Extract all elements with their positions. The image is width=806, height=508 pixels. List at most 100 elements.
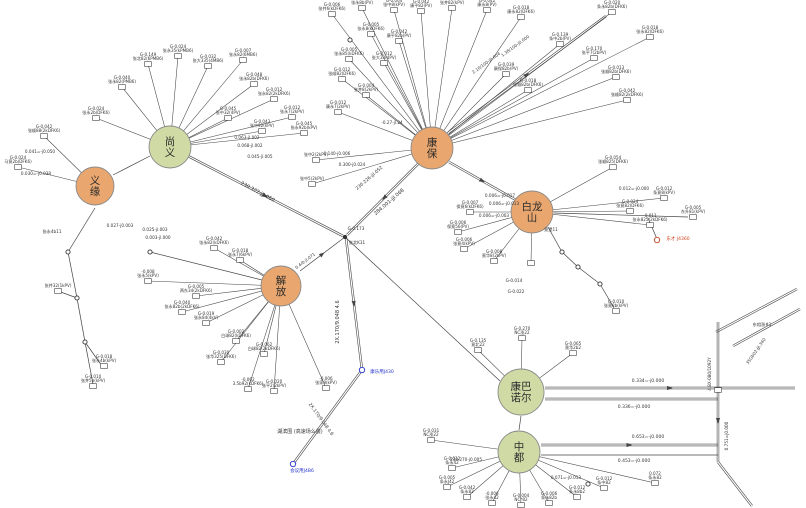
device-node[interactable] xyxy=(488,500,496,506)
device-node[interactable] xyxy=(463,494,471,500)
device-node[interactable] xyxy=(545,500,553,506)
device-node[interactable] xyxy=(338,76,346,82)
trunk-line xyxy=(599,283,615,309)
device-node[interactable] xyxy=(224,115,232,121)
device-node[interactable] xyxy=(443,484,451,490)
device-node[interactable] xyxy=(202,320,210,326)
device-node[interactable] xyxy=(174,53,182,59)
device-node[interactable] xyxy=(322,385,330,391)
device-node[interactable] xyxy=(92,115,100,121)
device-node[interactable] xyxy=(244,386,252,392)
device-label: G-0.004 xyxy=(386,0,403,3)
station-marker-blue[interactable] xyxy=(358,366,366,374)
device-label: G-0.039 xyxy=(498,62,515,67)
hub-node[interactable] xyxy=(497,368,545,416)
device-node[interactable] xyxy=(524,87,532,93)
device-node[interactable] xyxy=(14,164,22,170)
device-node[interactable] xyxy=(367,31,375,37)
edge-label: 0.063-jl.002 xyxy=(234,135,259,140)
device-node[interactable] xyxy=(89,383,97,389)
device-label: G-0.031 xyxy=(423,428,440,433)
device-node[interactable] xyxy=(358,5,366,11)
device-node[interactable] xyxy=(483,7,491,13)
device-node[interactable] xyxy=(328,11,336,17)
device-node[interactable] xyxy=(714,387,722,393)
device-node[interactable] xyxy=(448,5,456,11)
device-node[interactable] xyxy=(646,222,654,228)
device-node[interactable] xyxy=(250,81,258,87)
device-node[interactable] xyxy=(590,55,598,61)
device-node[interactable] xyxy=(334,109,342,115)
device-node[interactable] xyxy=(651,480,659,486)
device-node[interactable] xyxy=(612,308,620,314)
device-node[interactable] xyxy=(362,92,370,98)
device-node[interactable] xyxy=(573,494,581,500)
device-node[interactable] xyxy=(612,74,620,80)
device-node[interactable] xyxy=(345,56,353,62)
device-node[interactable] xyxy=(626,208,634,214)
device-node[interactable] xyxy=(517,14,525,20)
device-node[interactable] xyxy=(54,288,62,294)
device-label: 张永82(2kDFK6) xyxy=(258,90,291,96)
device-node[interactable] xyxy=(517,502,525,508)
device-node[interactable] xyxy=(312,157,320,163)
device-node[interactable] xyxy=(556,41,564,47)
device-node[interactable] xyxy=(490,258,498,264)
device-node[interactable] xyxy=(308,181,316,187)
device-node[interactable] xyxy=(609,164,617,170)
device-node[interactable] xyxy=(448,465,456,471)
device-node[interactable] xyxy=(270,96,278,102)
trunk-line xyxy=(84,341,94,385)
station-marker-blue[interactable] xyxy=(289,460,297,468)
device-node[interactable] xyxy=(502,71,510,77)
hub-node[interactable] xyxy=(497,430,541,474)
device-node[interactable] xyxy=(300,130,308,136)
device-node[interactable] xyxy=(427,437,435,443)
device-node[interactable] xyxy=(192,293,200,299)
device-node[interactable] xyxy=(270,388,278,394)
device-node[interactable] xyxy=(204,63,212,69)
device-node[interactable] xyxy=(144,61,152,67)
device-node[interactable] xyxy=(232,338,240,344)
hub-node[interactable] xyxy=(260,265,302,307)
device-node[interactable] xyxy=(454,229,462,235)
station-marker-red[interactable] xyxy=(653,236,661,244)
device-node[interactable] xyxy=(689,214,697,220)
device-node[interactable] xyxy=(288,114,296,120)
hub-node[interactable] xyxy=(510,190,554,234)
hub-node[interactable] xyxy=(75,166,115,206)
device-node[interactable] xyxy=(395,38,403,44)
device-label: 马竟2b(DFK6) xyxy=(4,158,32,164)
device-node[interactable] xyxy=(100,363,108,369)
device-node[interactable] xyxy=(40,133,48,139)
device-node[interactable] xyxy=(569,350,577,356)
device-node[interactable] xyxy=(417,8,425,14)
device-label: 条永8b2 xyxy=(569,488,585,494)
device-node[interactable] xyxy=(118,84,126,90)
device-node[interactable] xyxy=(466,209,474,215)
device-node[interactable] xyxy=(527,260,535,266)
device-node[interactable] xyxy=(258,128,266,134)
device-node[interactable] xyxy=(236,257,244,263)
device-label: 张顺82(DFK6) xyxy=(328,70,356,76)
device-node[interactable] xyxy=(623,97,631,103)
hub-node[interactable] xyxy=(148,125,192,169)
device-node[interactable] xyxy=(600,485,608,491)
device-node[interactable] xyxy=(239,57,247,63)
device-label: 张顺82(2kDFK6) xyxy=(611,91,644,97)
hub-node[interactable] xyxy=(410,126,454,170)
device-node[interactable] xyxy=(646,34,654,40)
device-node[interactable] xyxy=(460,246,468,252)
device-node[interactable] xyxy=(380,60,388,66)
device-node[interactable] xyxy=(390,7,398,13)
device-node[interactable] xyxy=(178,309,186,315)
trunk-line xyxy=(518,415,522,431)
device-node[interactable] xyxy=(144,278,152,284)
device-node[interactable] xyxy=(210,245,218,251)
device-node[interactable] xyxy=(660,195,668,201)
device-node[interactable] xyxy=(474,347,482,353)
device-node[interactable] xyxy=(518,335,526,341)
device-node[interactable] xyxy=(260,351,268,357)
device-node[interactable] xyxy=(217,359,225,365)
device-node[interactable] xyxy=(608,9,616,15)
